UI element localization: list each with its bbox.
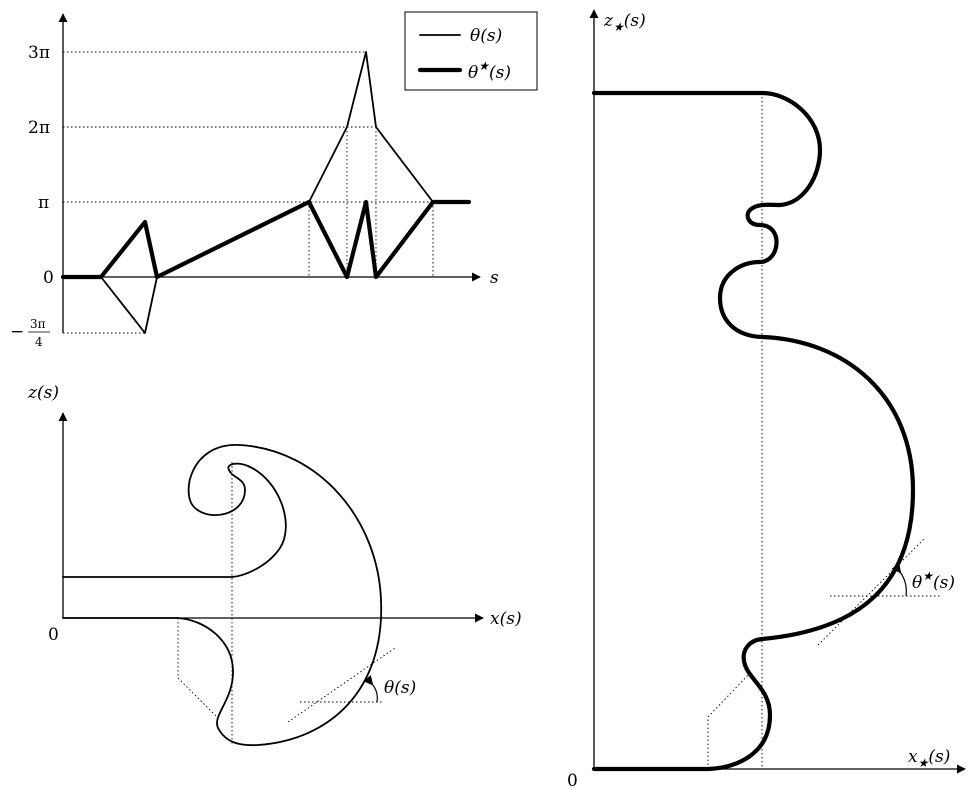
theta-star-planar-curve	[591, 90, 916, 772]
theta-curve	[62, 51, 470, 334]
right-plot-x-axis-label: x★(s)	[908, 747, 950, 770]
right-plot-guides	[707, 93, 940, 769]
right-plot-origin-label: 0	[567, 771, 578, 789]
tick-label-3pi: 3π	[28, 43, 50, 63]
top-plot-gridlines	[63, 51, 434, 334]
right-plot: z★(s) x★(s) 0 θ★(s)	[567, 9, 966, 789]
tick-label-zero: 0	[43, 268, 54, 288]
tick-label-neg-3pi-4: − 3π 4	[10, 317, 50, 349]
legend-theta-star-label: θ★(s)	[468, 59, 511, 83]
tick-label-pi: π	[38, 193, 49, 213]
legend-theta-label: θ(s)	[470, 26, 502, 46]
legend: θ(s) θ★(s)	[404, 11, 538, 91]
theta-star-curve	[60, 199, 472, 280]
tick-label-neg-sign: −	[10, 322, 24, 342]
tick-label-neg-denominator: 4	[35, 335, 43, 349]
top-plot-x-axis-label: s	[490, 268, 499, 288]
right-plot-angle-label: θ★(s)	[912, 569, 955, 593]
bottom-left-origin-label: 0	[48, 625, 59, 645]
bottom-left-z-axis-label: z(s)	[27, 383, 59, 403]
planar-curve	[62, 444, 382, 747]
bottom-left-x-axis-label: x(s)	[490, 609, 522, 629]
top-plot: 3π 2π π 0 − 3π 4 s θ(s) θ★(s)	[10, 11, 538, 349]
bottom-left-plot: z(s) x(s) 0 θ(s)	[27, 383, 522, 747]
bottom-left-angle-label: θ(s)	[384, 678, 416, 698]
tick-label-2pi: 2π	[28, 118, 50, 138]
bottom-left-guides	[177, 462, 396, 745]
tick-label-neg-numerator: 3π	[30, 317, 46, 331]
right-plot-z-axis-label: z★(s)	[603, 11, 646, 34]
